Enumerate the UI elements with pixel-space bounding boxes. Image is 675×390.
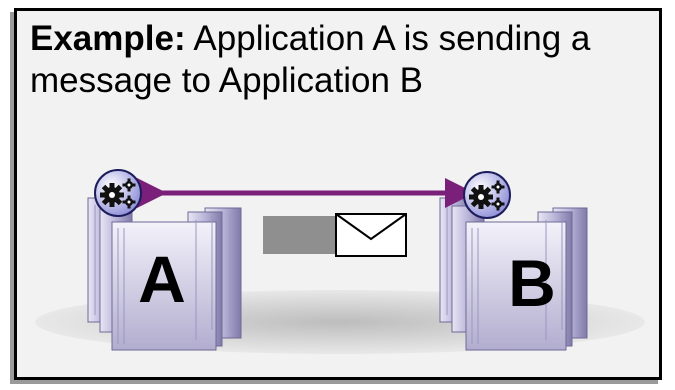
gear-icon	[463, 171, 511, 219]
node-label-b: B	[508, 246, 556, 320]
caption: Example: Application A is sending a mess…	[30, 18, 610, 102]
envelope-icon	[335, 213, 407, 257]
node-label-a: A	[138, 242, 186, 316]
caption-text: Application A is sending a message to Ap…	[30, 19, 591, 100]
queue-bar	[263, 216, 335, 254]
server-a	[87, 197, 242, 351]
caption-lead: Example:	[30, 19, 186, 58]
gear-icon	[94, 169, 142, 217]
server-b	[439, 197, 588, 351]
